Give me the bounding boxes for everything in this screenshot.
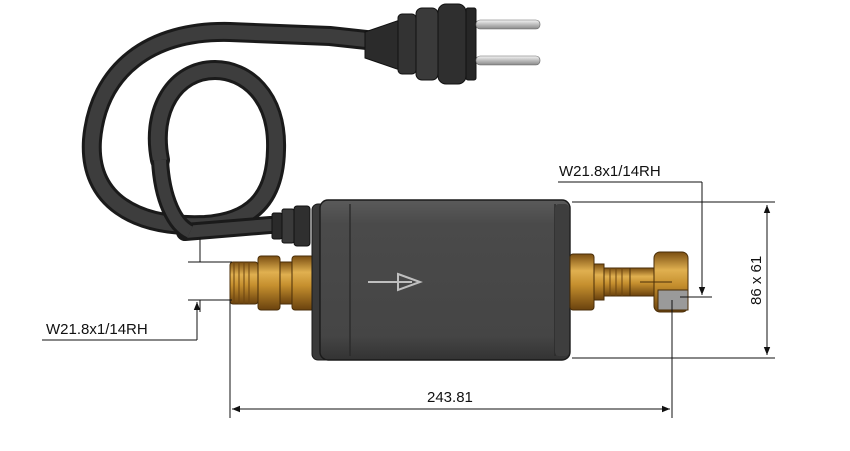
height-dimension-label: 86 x 61 — [748, 256, 765, 305]
length-dimension-label: 243.81 — [427, 389, 473, 406]
plug-pin — [475, 19, 541, 30]
plug-pin — [475, 55, 541, 66]
thread-label-right: W21.8x1/14RH — [559, 163, 661, 180]
outlet-fitting — [569, 251, 689, 313]
thread-label-left: W21.8x1/14RH — [46, 321, 148, 338]
power-plug — [364, 3, 541, 85]
inlet-fitting — [229, 255, 315, 311]
cable-strain-relief — [271, 205, 311, 247]
dimension-lines — [42, 181, 775, 418]
pump-body — [311, 199, 571, 361]
power-cable — [81, 21, 440, 241]
arrow-right-icon — [368, 272, 423, 292]
